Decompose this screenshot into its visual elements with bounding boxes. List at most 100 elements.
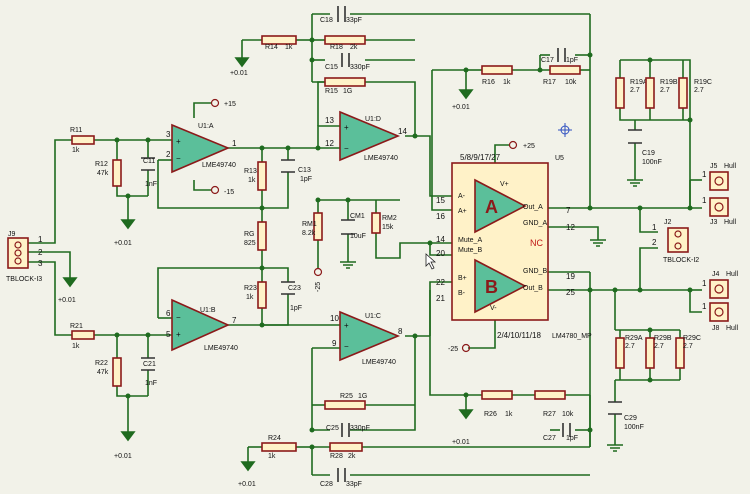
svg-text:7: 7 bbox=[566, 206, 571, 215]
svg-text:12: 12 bbox=[325, 139, 334, 148]
svg-text:U1:B: U1:B bbox=[200, 307, 216, 314]
svg-text:+0.01: +0.01 bbox=[238, 481, 256, 488]
svg-text:C25: C25 bbox=[326, 425, 339, 432]
svg-text:5: 5 bbox=[166, 330, 171, 339]
svg-text:1pF: 1pF bbox=[566, 435, 578, 442]
svg-text:R29C: R29C bbox=[683, 335, 701, 342]
svg-text:10k: 10k bbox=[562, 411, 574, 418]
svg-text:20: 20 bbox=[436, 249, 445, 258]
capacitor-c29: C29 100nF bbox=[608, 401, 644, 431]
svg-text:+: + bbox=[176, 137, 181, 146]
svg-text:R29B: R29B bbox=[654, 335, 672, 342]
svg-text:U1:D: U1:D bbox=[365, 116, 381, 123]
svg-text:U1:C: U1:C bbox=[365, 313, 381, 320]
connector-j2[interactable]: J2 TBLOCK-I2 12 bbox=[652, 219, 699, 264]
connector-j4[interactable]: J4 Hull 1 bbox=[702, 271, 739, 299]
svg-text:R19A: R19A bbox=[630, 79, 648, 86]
svg-text:J8: J8 bbox=[712, 325, 720, 332]
svg-text:6: 6 bbox=[166, 309, 171, 318]
svg-text:1: 1 bbox=[702, 196, 707, 205]
svg-text:LM4780_MP: LM4780_MP bbox=[552, 333, 592, 340]
svg-text:LME49740: LME49740 bbox=[204, 345, 238, 352]
svg-text:C21: C21 bbox=[143, 361, 156, 368]
svg-text:2k: 2k bbox=[350, 44, 358, 51]
svg-text:+0.01: +0.01 bbox=[452, 439, 470, 446]
svg-text:13: 13 bbox=[325, 116, 334, 125]
svg-text:TBLOCK-I3: TBLOCK-I3 bbox=[6, 276, 42, 283]
svg-text:C18: C18 bbox=[320, 17, 333, 24]
svg-text:C17: C17 bbox=[541, 57, 554, 64]
svg-text:1k: 1k bbox=[72, 343, 80, 350]
svg-text:16: 16 bbox=[436, 212, 445, 221]
connector-j9[interactable]: J9 TBLOCK-I3 123 bbox=[6, 231, 43, 283]
svg-text:R17: R17 bbox=[543, 79, 556, 86]
capacitor-c23: C23 1pF bbox=[281, 281, 302, 312]
svg-text:2.7: 2.7 bbox=[694, 87, 704, 94]
svg-text:R11: R11 bbox=[70, 127, 82, 134]
svg-text:1pF: 1pF bbox=[566, 57, 578, 64]
connector-j5[interactable]: J5 Hull 1 bbox=[702, 163, 737, 191]
svg-text:1k: 1k bbox=[268, 453, 276, 460]
svg-text:J5: J5 bbox=[710, 163, 718, 170]
svg-text:-25: -25 bbox=[315, 282, 322, 292]
resistor-r13: R13 1k bbox=[244, 161, 267, 191]
resistor-r16: R16 1k bbox=[481, 65, 513, 86]
svg-text:R22: R22 bbox=[95, 360, 108, 367]
svg-text:2k: 2k bbox=[348, 453, 356, 460]
svg-text:+0.01: +0.01 bbox=[452, 104, 470, 111]
capacitor-c11: C11 1nF bbox=[141, 157, 157, 188]
resistor-r29c: R29C 2.7 bbox=[675, 335, 701, 369]
svg-text:A: A bbox=[485, 197, 498, 217]
svg-text:1nF: 1nF bbox=[145, 181, 157, 188]
svg-text:C23: C23 bbox=[288, 285, 301, 292]
svg-text:+0.01: +0.01 bbox=[114, 453, 132, 460]
svg-text:+0.01: +0.01 bbox=[230, 70, 248, 77]
connector-j3[interactable]: J3 Hull 1 bbox=[702, 196, 737, 226]
svg-text:R19B: R19B bbox=[660, 79, 678, 86]
svg-text:C28: C28 bbox=[320, 481, 333, 488]
svg-text:1k: 1k bbox=[503, 79, 511, 86]
svg-text:47k: 47k bbox=[97, 369, 109, 376]
svg-text:R18: R18 bbox=[330, 44, 343, 51]
move-crosshair-icon bbox=[558, 123, 572, 137]
svg-text:1k: 1k bbox=[285, 44, 293, 51]
svg-text:Hull: Hull bbox=[724, 219, 737, 226]
svg-text:LME49740: LME49740 bbox=[362, 359, 396, 366]
resistor-r18: R18 2k bbox=[324, 35, 366, 51]
resistor-rg: RG 825 bbox=[244, 221, 267, 251]
svg-text:R14: R14 bbox=[265, 44, 278, 51]
connector-j8[interactable]: J8 Hull 1 bbox=[702, 302, 739, 332]
svg-text:100nF: 100nF bbox=[642, 159, 662, 166]
svg-text:+: + bbox=[344, 321, 349, 330]
amplifier-u5: A B V+ V- A- A+ Mute_A Mute_B B+ B- Out_… bbox=[436, 153, 592, 340]
resistor-r12: R12 47k bbox=[95, 159, 122, 187]
svg-text:1G: 1G bbox=[343, 88, 352, 95]
svg-text:LME49740: LME49740 bbox=[202, 162, 236, 169]
svg-text:U5: U5 bbox=[555, 155, 564, 162]
svg-text:1: 1 bbox=[232, 139, 237, 148]
svg-text:A-: A- bbox=[458, 193, 466, 200]
svg-text:15: 15 bbox=[436, 196, 445, 205]
svg-text:14: 14 bbox=[436, 235, 445, 244]
svg-text:10uF: 10uF bbox=[350, 233, 366, 240]
svg-text:RM2: RM2 bbox=[382, 215, 397, 222]
svg-text:+25: +25 bbox=[523, 143, 535, 150]
svg-text:V-: V- bbox=[490, 305, 497, 312]
svg-text:R23: R23 bbox=[244, 285, 257, 292]
svg-text:B: B bbox=[485, 277, 498, 297]
svg-text:C29: C29 bbox=[624, 415, 637, 422]
svg-text:2: 2 bbox=[38, 248, 43, 257]
svg-text:A+: A+ bbox=[458, 208, 467, 215]
svg-text:GND_A: GND_A bbox=[523, 220, 547, 227]
ground-symbols bbox=[62, 57, 643, 472]
capacitor-cm1: CM1 10uF bbox=[341, 213, 366, 240]
svg-text:7: 7 bbox=[232, 316, 237, 325]
wiring bbox=[28, 13, 702, 476]
svg-text:3: 3 bbox=[38, 259, 43, 268]
supply-plus15: +15 bbox=[210, 98, 236, 108]
capacitor-c25: C25 330pF bbox=[326, 423, 370, 437]
svg-text:10: 10 bbox=[330, 314, 339, 323]
svg-text:R25: R25 bbox=[340, 393, 353, 400]
svg-text:R15: R15 bbox=[325, 88, 338, 95]
